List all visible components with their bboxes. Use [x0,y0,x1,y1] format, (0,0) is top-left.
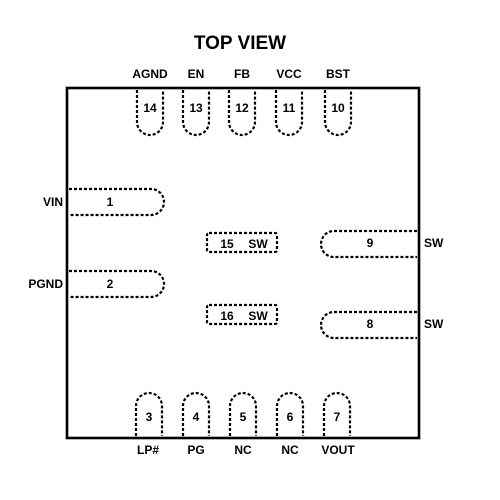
pin-2-number: 2 [107,277,114,291]
left-pins: 1 VIN 2 PGND [28,187,166,299]
pin-12-name: FB [234,67,250,81]
pin-14-name: AGND [132,67,168,81]
pin-1-pad [69,187,166,217]
pin-9-name: SW [424,236,444,250]
pin-13-pad [181,90,211,137]
pin-4-number: 4 [193,410,200,424]
right-pins: 9 SW 8 SW [319,229,444,340]
pin-15-pad [205,231,279,254]
pin-9-pad [319,229,417,259]
pin-11-number: 11 [283,101,296,115]
pin-6-pad [275,391,305,436]
pin-1-name: VIN [43,195,63,209]
pin-13-name: EN [188,67,205,81]
pin-10-number: 10 [331,101,345,115]
pin-4-pad [181,391,211,436]
pin-8-name: SW [424,317,444,331]
pin-4-name: PG [187,443,204,457]
pin-14-number: 14 [143,101,157,115]
pin-12-pad [227,90,257,137]
pin-12-number: 12 [235,101,249,115]
pin-7-name: VOUT [321,443,355,457]
pin-15-name: SW [248,237,268,251]
pin-11-name: VCC [276,67,302,81]
pin-6-name: NC [281,443,299,457]
pin-16-pad [205,303,279,326]
pin-13-number: 13 [189,101,203,115]
pin-10-pad [323,90,353,137]
pin-5-number: 5 [240,410,247,424]
pin-9-number: 9 [367,236,374,250]
pin-8-pad [319,310,417,340]
pin-10-name: BST [326,67,351,81]
pin-5-name: NC [234,443,252,457]
pin-8-number: 8 [367,317,374,331]
pin-2-name: PGND [28,277,63,291]
center-pads: 15 SW 16 SW [205,231,279,326]
top-pins: 14 AGND 13 EN 12 FB 11 VCC 10 BST [132,67,353,137]
pin-7-pad [322,391,352,436]
pin-5-pad [228,391,258,436]
pin-3-number: 3 [146,410,153,424]
pin-6-number: 6 [287,410,294,424]
pin-1-number: 1 [107,195,114,209]
pin-3-pad [134,391,164,436]
pin-16-name: SW [248,309,268,323]
pin-11-pad [274,90,304,137]
pin-16-number: 16 [220,309,234,323]
pin-14-pad [135,90,165,137]
pin-3-name: LP# [137,443,159,457]
pin-15-number: 15 [220,237,234,251]
pin-2-pad [69,269,166,299]
bottom-pins: 3 LP# 4 PG 5 NC 6 NC 7 VOUT [134,391,355,457]
diagram-title: TOP VIEW [194,33,286,54]
pin-7-number: 7 [334,410,341,424]
package-outline [65,86,421,440]
